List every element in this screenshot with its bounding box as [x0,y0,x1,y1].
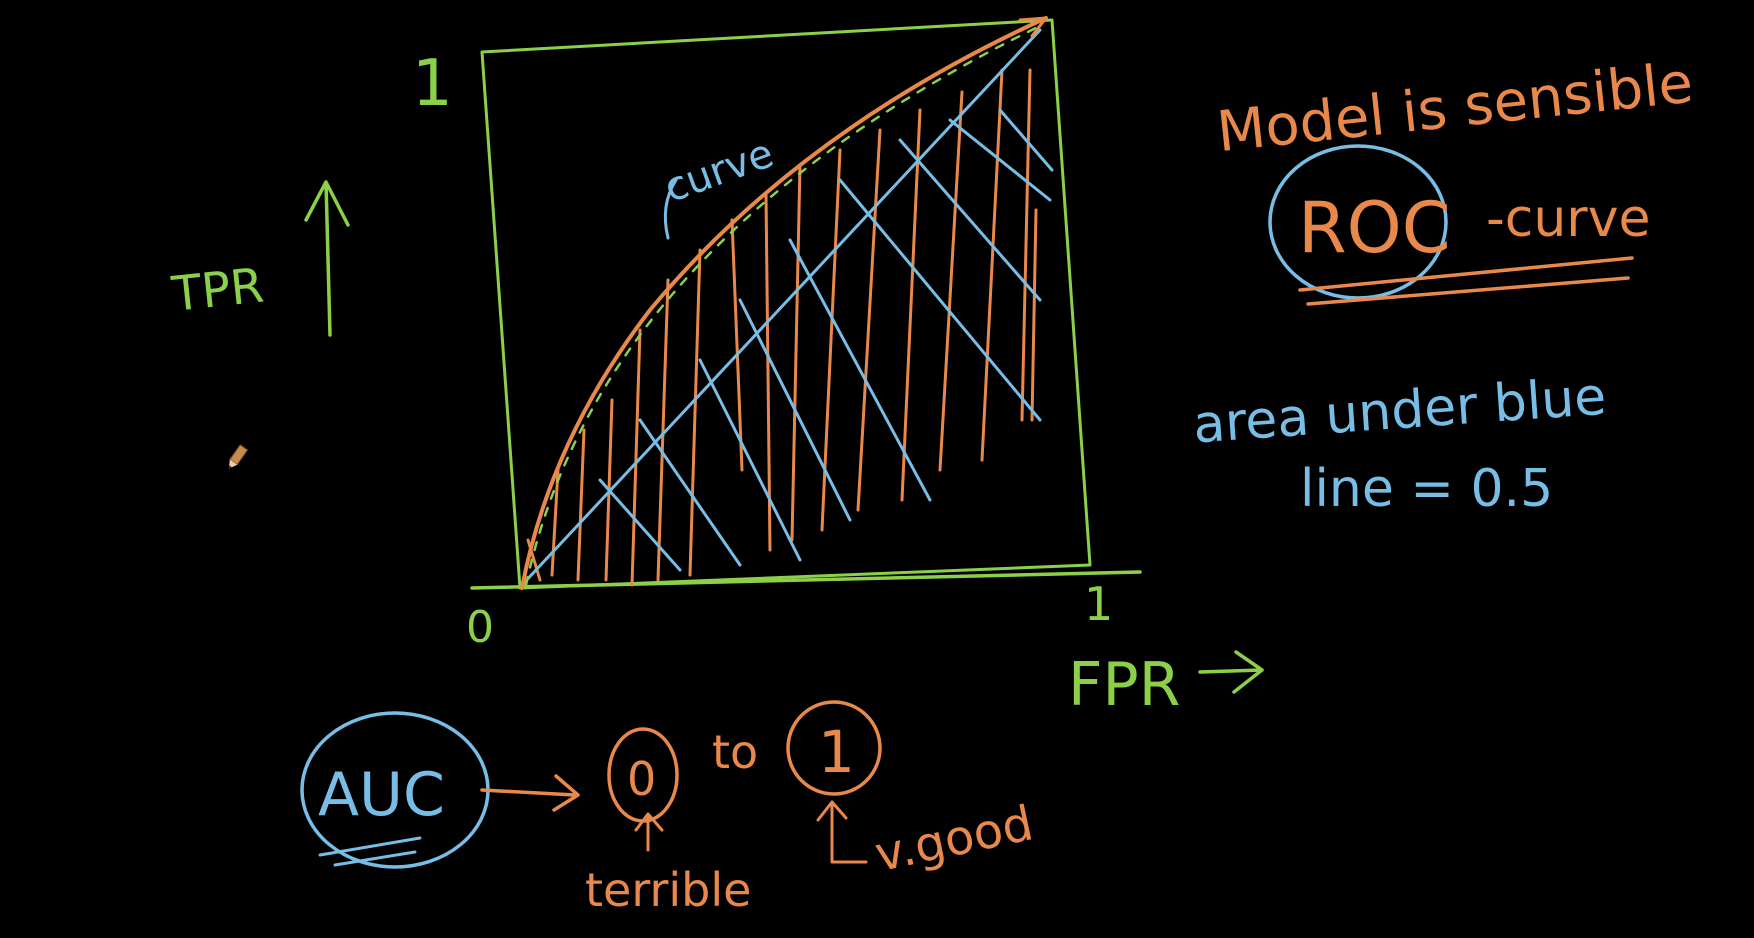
blue-hatching [520,28,1054,587]
roc-underline [1298,256,1634,306]
x-axis-line [470,570,1142,590]
orange-hatching [526,68,1038,587]
curve-label: curve [658,130,779,212]
tpr-up-arrow-icon [304,180,350,337]
auc-underline [318,836,422,867]
roc-suffix: -curve [1486,189,1650,249]
high-value-circle [786,700,882,796]
roc-curve [520,16,1048,590]
model-sensible-note: Model is sensible [1214,51,1696,166]
auc-label: AUC [318,760,445,830]
plot-frame [480,18,1092,590]
roc-circle [1268,144,1448,300]
auc-high-description: v.good [870,795,1038,883]
y-max-label: 1 [412,47,453,121]
curve-label-leader [663,178,678,240]
auc-arrow-icon [480,774,580,812]
x-axis-label: FPR [1068,650,1180,720]
axis-arrows [304,180,1264,694]
pencil-cursor-icon [228,444,249,469]
y-axis-label: TPR [168,257,266,322]
auc-high-value: 1 [818,718,855,786]
terrible-pointer-icon [634,812,664,852]
dashed-reference [524,24,1042,587]
auc-low-value: 0 [627,752,656,806]
fpr-right-arrow-icon [1198,650,1264,694]
auc-low-description: terrible [585,863,751,917]
area-note-line2: line = 0.5 [1300,459,1553,519]
roc-plot [470,16,1142,590]
x-max-label: 1 [1084,577,1113,631]
origin-label: 0 [466,602,494,653]
area-note-line1: area under blue [1191,367,1608,456]
roc-label: ROC [1298,187,1451,269]
random-classifier-line [520,28,1042,587]
roc-note-marks [1268,144,1634,306]
auc-to-word: to [712,725,758,779]
auc-diagram [300,700,882,869]
vgood-pointer-icon [816,800,868,864]
curve-tip-arrow [1018,16,1048,38]
